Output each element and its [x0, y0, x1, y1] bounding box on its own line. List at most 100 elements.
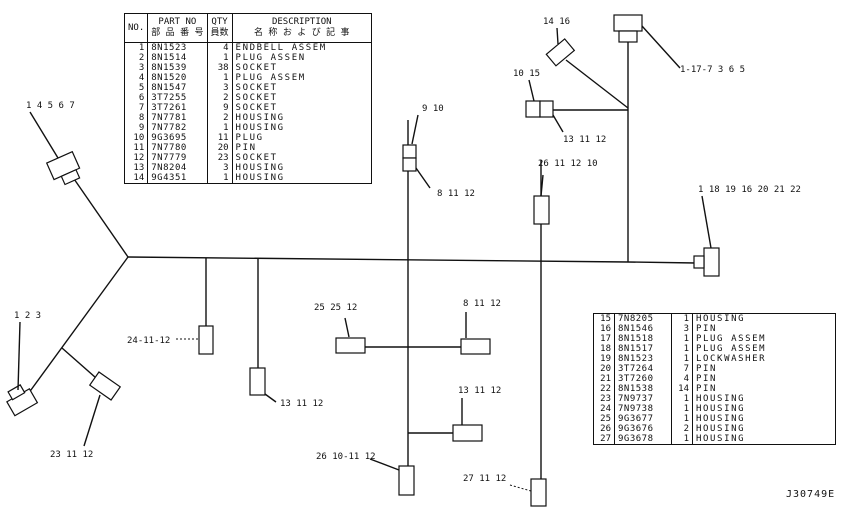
cell-qty: 1 [207, 53, 233, 63]
cell-part: 8N1514 [147, 53, 208, 63]
connector-9-10 [402, 144, 417, 172]
cell-desc: HOUSING [696, 404, 746, 414]
cell-desc: PIN [235, 143, 257, 153]
branch-lower-left-wire [27, 256, 129, 395]
connector-8-11-12-mid [460, 338, 491, 355]
cell-desc: PLUG ASSEM [235, 73, 306, 83]
cell-qty: 1 [207, 173, 233, 184]
connector-1-18-19 [693, 247, 720, 277]
branch-upper-left-wire [71, 175, 129, 258]
cell-part: 8N1538 [614, 384, 672, 394]
top-right-diagonal-wire [565, 59, 629, 109]
cell-part: 7N9738 [614, 404, 672, 414]
cell-part: 3T7255 [147, 93, 208, 103]
cell-part: 8N1523 [147, 42, 208, 53]
callout-27-11-12: 27 11 12 [463, 474, 506, 484]
cell-qty: 14 [671, 384, 693, 394]
cell-desc: PLUG ASSEM [696, 344, 767, 354]
cell-qty: 1 [671, 354, 693, 364]
cell-part: 8N1523 [614, 354, 672, 364]
cell-no: 1 [124, 42, 149, 53]
cell-qty: 2 [207, 93, 233, 103]
cell-part: 7N7779 [147, 153, 208, 163]
callout-13-11-12-right: 13 11 12 [458, 386, 501, 396]
cell-no: 18 [593, 344, 615, 354]
callout-1-18-19: 1 18 19 16 20 21 22 [698, 185, 801, 195]
cell-qty: 11 [207, 133, 233, 143]
cell-desc: HOUSING [696, 434, 746, 444]
cell-qty: 1 [207, 73, 233, 83]
leader-123 [17, 321, 21, 391]
cell-desc: HOUSING [696, 394, 746, 404]
cell-part: 8N1546 [614, 324, 672, 334]
cell-part: 8N1547 [147, 83, 208, 93]
cell-desc: SOCKET [235, 83, 278, 93]
cell-no: 6 [124, 93, 149, 103]
cell-qty: 1 [671, 344, 693, 354]
cell-no: 11 [124, 143, 149, 153]
cell-part: 7N7780 [147, 143, 208, 153]
cell-no: 19 [593, 354, 615, 364]
leader-23-11-12 [83, 394, 101, 447]
cell-no: 27 [593, 434, 615, 445]
cell-qty: 1 [671, 414, 693, 424]
cell-desc: HOUSING [235, 123, 285, 133]
cell-no: 22 [593, 384, 615, 394]
leader-8-11-12-top [415, 167, 431, 189]
cell-no: 24 [593, 404, 615, 414]
cell-qty: 3 [671, 324, 693, 334]
leader-10-15 [528, 79, 535, 102]
cell-qty: 1 [207, 123, 233, 133]
cell-no: 15 [593, 313, 615, 324]
cell-desc: HOUSING [235, 163, 285, 173]
callout-1-4-5-6-7: 1 4 5 6 7 [26, 101, 75, 111]
callout-13-11-12-mid: 13 11 12 [280, 399, 323, 409]
cell-qty: 20 [207, 143, 233, 153]
cell-part: 7N7781 [147, 113, 208, 123]
callout-8-11-12-mid: 8 11 12 [463, 299, 501, 309]
cell-part: 9G3676 [614, 424, 672, 434]
callout-1-17: 1-17-7 3 6 5 [680, 65, 745, 75]
cell-qty: 1 [671, 434, 693, 445]
cell-no: 25 [593, 414, 615, 424]
callout-24-11-12: 24-11-12 [127, 336, 170, 346]
cell-no: 26 [593, 424, 615, 434]
cell-no: 16 [593, 324, 615, 334]
cell-desc: HOUSING [696, 414, 746, 424]
cell-qty: 4 [671, 374, 693, 384]
cell-desc: PLUG ASSEN [235, 53, 306, 63]
cell-desc: LOCKWASHER [696, 354, 767, 364]
cell-qty: 1 [671, 394, 693, 404]
connector-23-11-12 [88, 371, 122, 401]
cell-part: 9G3695 [147, 133, 208, 143]
cell-qty: 1 [671, 313, 693, 324]
connector-10-15 [525, 100, 554, 118]
leader-26-10 [369, 458, 400, 471]
cell-desc: SOCKET [235, 93, 278, 103]
cell-no: 12 [124, 153, 149, 163]
header-no: NO. [124, 13, 149, 43]
leader-13-left [264, 393, 277, 403]
cell-no: 21 [593, 374, 615, 384]
